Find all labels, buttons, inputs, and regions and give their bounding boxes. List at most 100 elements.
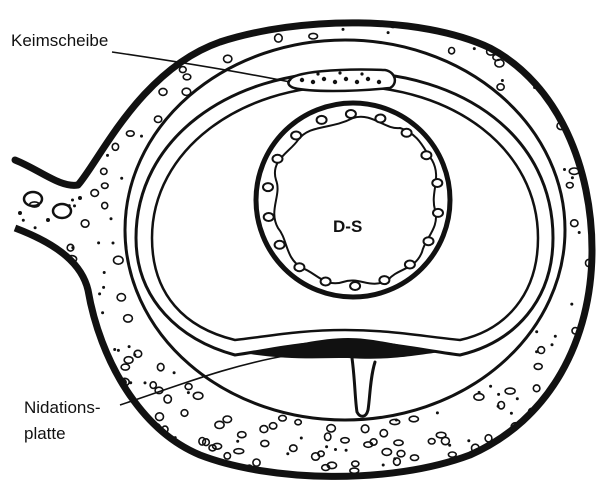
- mesenchyme-cell: [101, 168, 107, 174]
- mesenchyme-cell: [563, 418, 572, 426]
- mesenchyme-dot: [34, 390, 37, 393]
- mesenchyme-dot: [144, 381, 147, 384]
- mesenchyme-dot: [325, 445, 328, 448]
- yolk-sac-outer: [256, 103, 450, 297]
- mesenchyme-cell: [183, 74, 191, 80]
- mesenchyme-dot: [103, 438, 106, 441]
- mesenchyme-cell: [269, 423, 276, 429]
- mesenchyme-cell: [473, 477, 482, 482]
- mesenchyme-cell: [380, 430, 387, 437]
- yolk-sac-cell: [321, 278, 331, 286]
- mesenchyme-cell: [541, 458, 549, 463]
- mesenchyme-dot: [29, 52, 32, 55]
- mesenchyme-dot: [543, 459, 546, 462]
- mesenchyme-cell: [428, 439, 435, 444]
- mesenchyme-cell: [558, 388, 564, 396]
- yolk-sac-cell: [379, 276, 389, 284]
- yolk-sac-cell: [263, 183, 273, 191]
- mesenchyme-dot: [23, 276, 26, 279]
- mesenchyme-dot: [574, 436, 577, 439]
- mesenchyme-cell: [549, 464, 557, 469]
- mesenchyme-dot: [436, 411, 439, 414]
- mesenchyme-cell: [538, 347, 545, 354]
- yolk-sac-cell: [264, 213, 274, 221]
- mesenchyme-dot: [20, 79, 23, 82]
- mesenchyme-cell: [224, 453, 230, 459]
- mesenchyme-dot: [558, 434, 561, 437]
- mesenchyme-cell: [223, 416, 232, 423]
- mesenchyme-cell: [77, 463, 83, 471]
- mesenchyme-dot: [68, 204, 71, 207]
- mesenchyme-dot: [93, 337, 96, 340]
- nidation-plate-groove: [352, 358, 375, 416]
- mesenchyme-cell: [577, 449, 584, 455]
- yolk-sac-cell: [273, 155, 283, 163]
- mesenchyme-cell: [39, 332, 49, 338]
- mesenchyme-cell: [104, 372, 110, 380]
- stalk-upper-wall: [15, 160, 78, 185]
- mesenchyme-cell: [27, 103, 34, 110]
- mesenchyme-cell: [569, 168, 579, 174]
- mesenchyme-cell: [67, 314, 74, 320]
- yolk-sac-cell: [375, 115, 385, 123]
- mesenchyme-cell: [279, 415, 287, 421]
- mesenchyme-dot: [35, 295, 38, 298]
- mesenchyme-dot: [71, 199, 74, 202]
- mesenchyme-cell: [193, 460, 201, 467]
- mesenchyme-cell: [309, 33, 318, 39]
- mesenchyme-cell: [102, 202, 108, 208]
- mesenchyme-cell: [124, 315, 133, 322]
- mesenchyme-dot: [69, 159, 72, 162]
- stalk-dot: [18, 211, 22, 215]
- mesenchyme-cell: [23, 387, 30, 393]
- mesenchyme-cell: [16, 242, 24, 247]
- leader-nidation: [120, 355, 290, 405]
- yolk-sac-cell: [402, 129, 412, 137]
- mesenchyme-cell: [44, 470, 54, 477]
- mesenchyme-cell: [132, 467, 139, 473]
- mesenchyme-dot: [557, 462, 560, 465]
- mesenchyme-dot: [467, 439, 470, 442]
- mesenchyme-cell: [290, 445, 297, 452]
- mesenchyme-dot: [177, 449, 180, 452]
- mesenchyme-dot: [53, 336, 56, 339]
- mesenchyme-cell: [25, 130, 31, 136]
- mesenchyme-cell: [341, 438, 349, 443]
- mesenchyme-cell: [195, 32, 201, 37]
- mesenchyme-dot: [73, 165, 76, 168]
- mesenchyme-cell: [41, 447, 47, 452]
- mesenchyme-dot: [102, 286, 105, 289]
- mesenchyme-cell: [548, 18, 557, 25]
- mesenchyme-dot: [73, 204, 76, 207]
- mesenchyme-dot: [382, 464, 385, 467]
- mesenchyme-dot: [345, 449, 348, 452]
- mesenchyme-dot: [80, 53, 83, 56]
- mesenchyme-cell: [96, 362, 103, 370]
- mesenchyme-cell: [122, 44, 129, 50]
- mesenchyme-dot: [101, 311, 104, 314]
- mesenchyme-dot: [70, 474, 73, 477]
- mesenchyme-cell: [448, 452, 456, 457]
- mesenchyme-dot: [571, 412, 574, 415]
- mesenchyme-cell: [485, 435, 492, 442]
- mesenchyme-cell: [93, 428, 99, 434]
- mesenchyme-dot: [82, 157, 85, 160]
- mesenchyme-dot: [128, 345, 131, 348]
- mesenchyme-dot: [19, 286, 22, 289]
- mesenchyme-dot: [112, 242, 115, 245]
- mesenchyme-cell: [99, 104, 106, 110]
- mesenchyme-cell: [394, 440, 403, 445]
- mesenchyme-cell: [352, 461, 359, 466]
- mesenchyme-dot: [174, 436, 177, 439]
- yolk-sac-cell: [405, 261, 415, 269]
- mesenchyme-cell: [67, 157, 76, 164]
- mesenchyme-dot: [146, 50, 149, 53]
- mesenchyme-dot: [501, 79, 504, 82]
- mesenchyme-cell: [532, 461, 540, 467]
- mesenchyme-dot: [574, 423, 577, 426]
- mesenchyme-cell: [102, 183, 109, 188]
- mesenchyme-cell: [542, 453, 549, 460]
- mesenchyme-dot: [51, 351, 54, 354]
- mesenchyme-dot: [110, 217, 113, 220]
- mesenchyme-cell: [224, 55, 232, 62]
